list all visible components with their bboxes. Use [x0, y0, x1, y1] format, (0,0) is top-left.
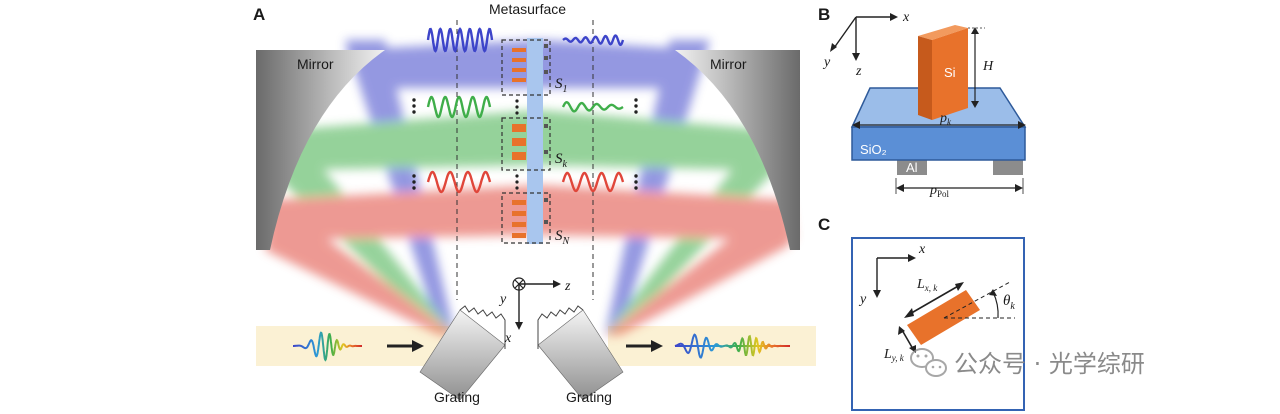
segment-boxes [501, 39, 551, 244]
pillar-side [918, 36, 932, 120]
axes-c: x y [858, 242, 926, 307]
beam-green-right-h [540, 110, 770, 170]
ly-arrow [901, 329, 914, 350]
axis-c-x: x [918, 242, 926, 257]
theta-arc [992, 291, 999, 319]
beam-blue-right-diag [605, 40, 710, 335]
pillar-front [932, 28, 968, 120]
axis-b-x: x [902, 10, 910, 25]
panel-b-letter: B [818, 5, 830, 24]
height-label: H [982, 59, 994, 74]
segment-dots [515, 99, 519, 190]
al-label: Al [906, 160, 918, 175]
segment-box-s1 [501, 39, 551, 96]
wave-blue-left [426, 27, 494, 53]
axis-a-x: x [504, 331, 512, 346]
wave-red-right [561, 171, 625, 193]
arrow-out [626, 340, 663, 352]
segment-box-sk [501, 117, 551, 171]
wave-red-left [426, 170, 492, 194]
metasurface-substrate [527, 38, 543, 244]
panel-c-frame [851, 237, 1025, 411]
wave-blue-right [562, 34, 625, 47]
beam-green-left-h [285, 110, 540, 170]
pillar-label: Si [944, 65, 956, 80]
segment-label-sn: SN [555, 228, 571, 247]
theta-label: θk [1003, 293, 1015, 312]
grating-right [537, 305, 624, 401]
watermark: 公众号 · 光学综研 [910, 348, 1145, 378]
beam-red-left-h [265, 185, 540, 240]
substrate-label: SiO₂ [860, 142, 887, 157]
pillar-top [918, 25, 968, 40]
wechat-icon [910, 348, 947, 377]
panel-c: C x y θk Lx, k Ly, k [818, 215, 1025, 411]
beam-blue-left-diag [345, 40, 455, 335]
reference-lines [456, 20, 594, 300]
spectral-waves [426, 27, 625, 194]
segment-label-sk: Sk [555, 151, 568, 170]
panel-a: A Mirror Mirror Metasurface [253, 1, 816, 405]
wave-green-left [426, 95, 492, 119]
dispersed-beams [265, 40, 795, 335]
axes-b: x y z [822, 10, 910, 79]
period-label: pk [939, 111, 952, 127]
arrow-in [387, 340, 424, 352]
metasurface-label: Metasurface [489, 1, 566, 17]
wave-green-right [561, 100, 624, 113]
ly-label: Ly, k [883, 347, 905, 363]
substrate-front [851, 126, 1026, 161]
input-pulse [293, 331, 362, 362]
panel-c-letter: C [818, 215, 830, 234]
panel-a-letter: A [253, 5, 265, 24]
mirror-left-label: Mirror [297, 56, 334, 72]
reference-rotated [943, 281, 1011, 319]
metasurface-pillars [512, 44, 548, 238]
grating-left-label: Grating [434, 389, 480, 405]
axes-a: y z x [498, 277, 571, 346]
mirror-left [256, 50, 385, 250]
axis-c-y: y [858, 292, 867, 307]
lx-label: Lx, k [916, 277, 938, 293]
axis-a-y: y [498, 292, 507, 307]
beam-red-right-h [540, 185, 795, 240]
axis-b-y: y [822, 55, 831, 70]
rotated-pillar [907, 290, 980, 345]
output-pulse [674, 333, 790, 359]
segment-label-s1: S1 [555, 76, 568, 95]
mirror-right-label: Mirror [710, 56, 747, 72]
grating-right-label: Grating [566, 389, 612, 405]
axis-a-z: z [564, 279, 571, 294]
pol-period-label: pPol [929, 183, 950, 199]
segment-box-sn [501, 192, 551, 244]
lx-arrow [907, 284, 961, 316]
beam-blue-left-h [345, 40, 540, 88]
beam-blue-right-h [540, 40, 705, 88]
watermark-text: 公众号 · 光学综研 [954, 350, 1145, 378]
wave-ellipsis [412, 98, 638, 190]
mirror-right [675, 50, 800, 250]
panel-b: B x y z Al SiO₂ Si H [818, 5, 1027, 199]
axis-b-z: z [855, 64, 862, 79]
grating-left [419, 305, 506, 401]
